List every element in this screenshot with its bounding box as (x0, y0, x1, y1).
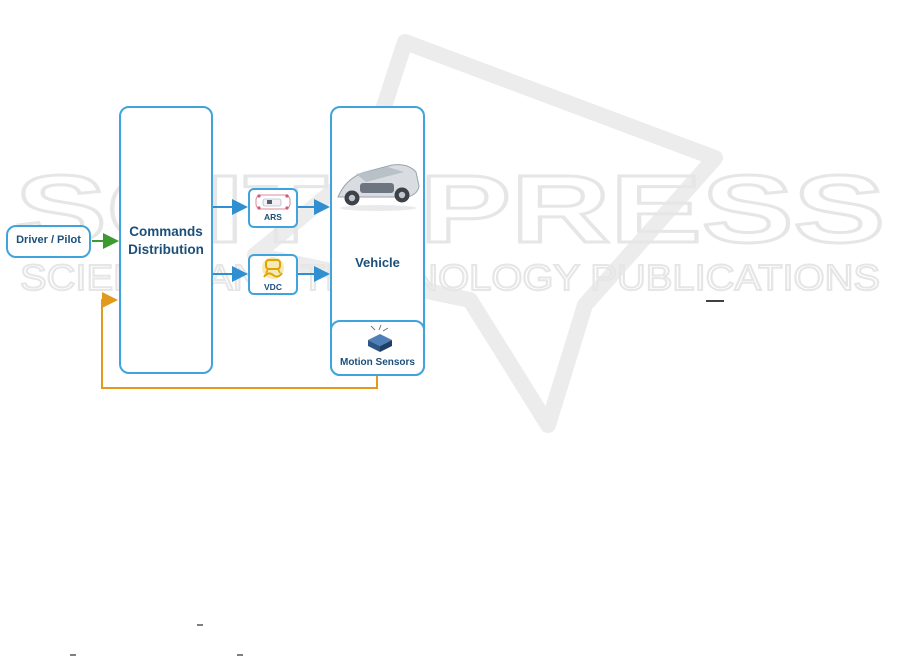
sensor-unit-icon (368, 325, 392, 352)
car-chassis-icon (338, 165, 419, 211)
feedback-arrow (102, 300, 377, 388)
stability-control-icon (262, 257, 284, 279)
steering-system-icon (256, 194, 290, 209)
